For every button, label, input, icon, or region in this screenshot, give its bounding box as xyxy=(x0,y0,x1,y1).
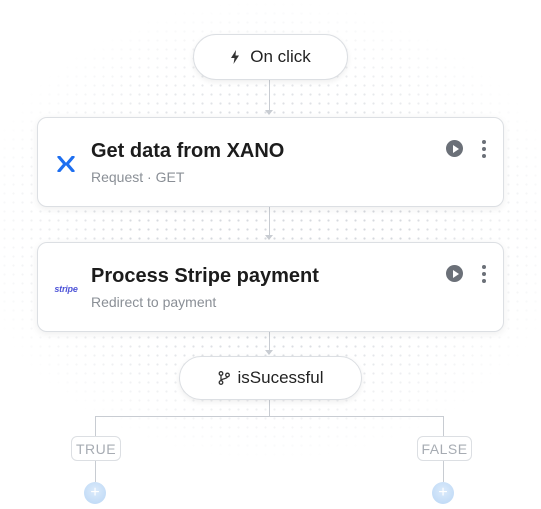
play-icon[interactable] xyxy=(446,265,463,282)
connector-trigger-to-step1 xyxy=(269,79,270,112)
branch-true-label: TRUE xyxy=(71,436,121,461)
trigger-on-click[interactable]: On click xyxy=(193,34,348,80)
step-title: Process Stripe payment xyxy=(91,265,319,287)
arrow-head-step2 xyxy=(265,235,273,240)
connector-false-to-add xyxy=(443,460,444,482)
more-options-icon[interactable] xyxy=(481,140,487,158)
connector-condition-down xyxy=(269,399,270,416)
step-title: Get data from XANO xyxy=(91,140,285,162)
connector-step2-to-condition xyxy=(269,331,270,352)
step-subtitle: Request · GET xyxy=(91,169,185,185)
connector-branch-false xyxy=(443,416,444,436)
step-subtitle: Redirect to payment xyxy=(91,294,217,310)
more-options-icon[interactable] xyxy=(481,265,487,283)
branch-icon xyxy=(218,371,230,385)
play-icon[interactable] xyxy=(446,140,463,157)
condition-label: isSucessful xyxy=(237,368,324,387)
stripe-logo-icon: stripe xyxy=(54,284,78,294)
connector-branch-horizontal xyxy=(95,416,444,417)
step-card-stripe[interactable]: stripe Process Stripe payment Redirect t… xyxy=(37,242,504,332)
connector-true-to-add xyxy=(95,460,96,482)
step-card-xano[interactable]: Get data from XANO Request · GET xyxy=(37,117,504,207)
condition-node[interactable]: isSucessful xyxy=(179,356,362,400)
xano-logo-icon xyxy=(54,152,78,176)
arrow-head-step1 xyxy=(265,110,273,115)
arrow-head-condition xyxy=(265,350,273,355)
branch-false-label: FALSE xyxy=(417,436,472,461)
add-step-false-button[interactable]: + xyxy=(432,482,454,504)
trigger-label: On click xyxy=(250,47,311,66)
lightning-bolt-icon xyxy=(230,50,240,64)
connector-branch-true xyxy=(95,416,96,436)
connector-step1-to-step2 xyxy=(269,206,270,237)
add-step-true-button[interactable]: + xyxy=(84,482,106,504)
